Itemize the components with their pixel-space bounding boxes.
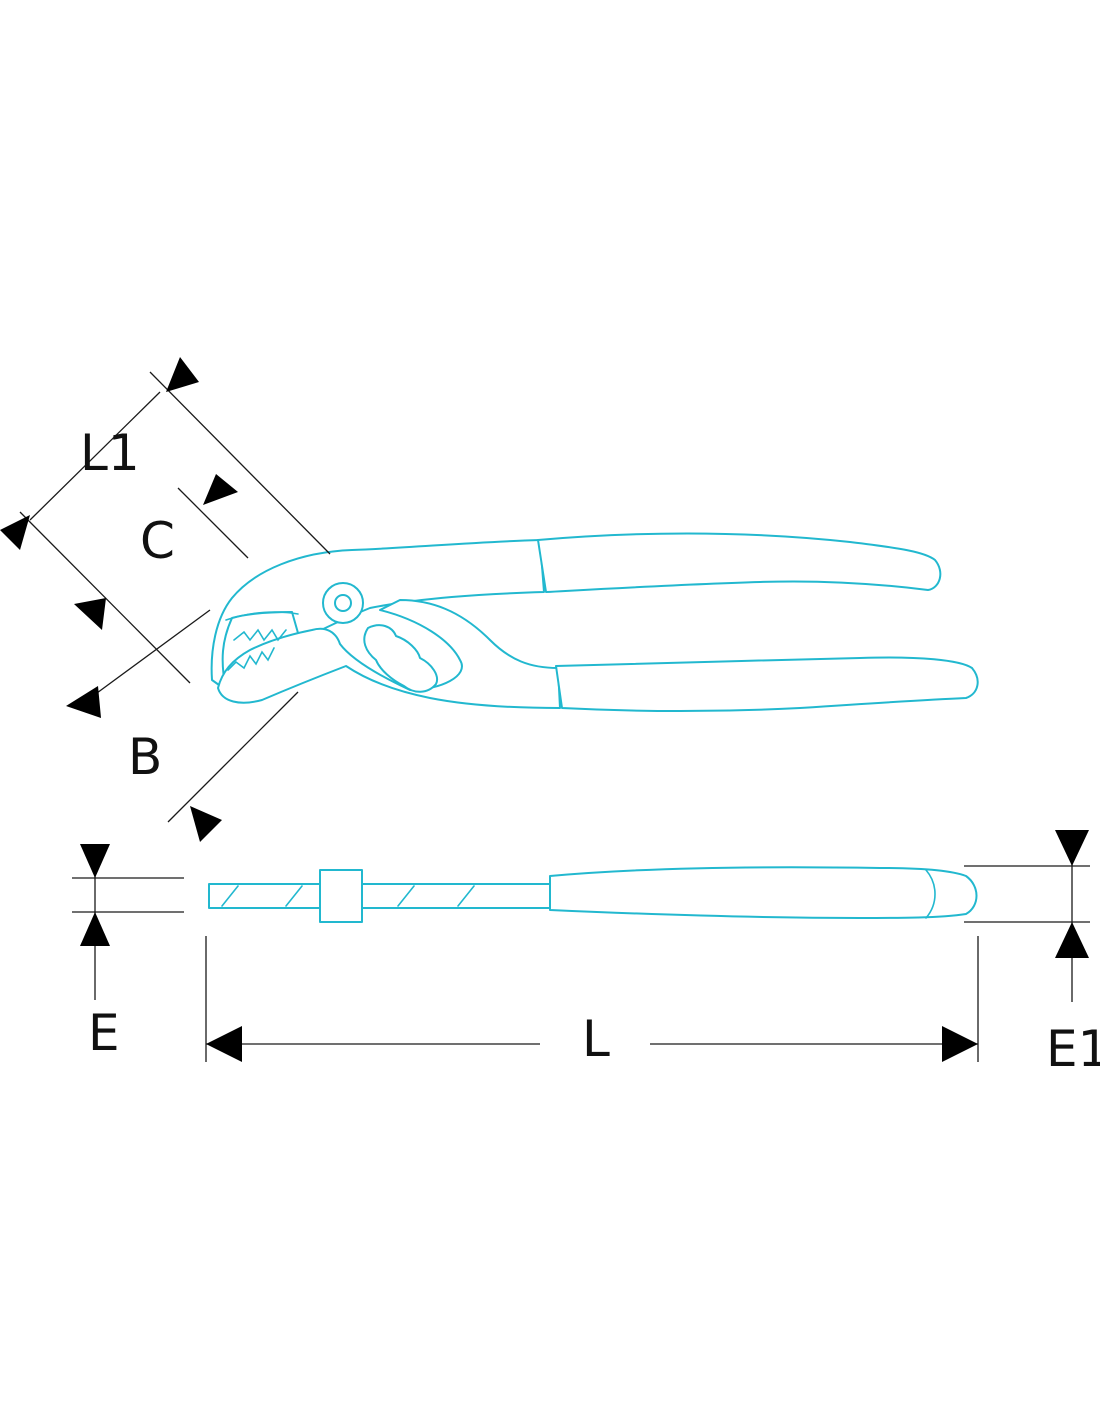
pivot-inner (334, 594, 352, 612)
l1-arrow-bottom (0, 515, 30, 550)
e1-arrow-bottom (1055, 922, 1089, 958)
side-handle-end-line (925, 869, 936, 919)
upper-handle-grip (537, 532, 942, 593)
label-c: C (140, 512, 175, 570)
l-arrow-right (942, 1026, 978, 1062)
l-arrow-left (206, 1026, 242, 1062)
b-arrow-lower (190, 806, 222, 842)
lower-jaw-handle (217, 599, 561, 709)
b-arrow-upper (66, 686, 101, 718)
l1-extension-bottom (19, 511, 191, 684)
l1-extension-top (149, 371, 331, 555)
l1-dimension-line (29, 391, 161, 521)
pliers-side-view (208, 866, 978, 923)
jaw-teeth-lower (227, 647, 275, 671)
l1-arrow-top (166, 357, 199, 392)
c-extension (177, 487, 249, 559)
pliers-top-view (210, 532, 979, 712)
side-bar-hatch (221, 885, 475, 907)
adjustment-slot (363, 624, 438, 693)
jaw-teeth-upper (233, 628, 287, 642)
c-arrow (203, 474, 238, 505)
dimension-labels: L1 C B E L E1 (80, 424, 1100, 1078)
label-l: L (582, 1010, 610, 1068)
e-arrow-bottom (80, 912, 110, 946)
c-extension-lower (81, 609, 211, 705)
b-extension (167, 691, 299, 823)
side-handle-grip (549, 866, 978, 919)
label-e: E (88, 1004, 120, 1062)
dimension-lines (0, 357, 1090, 1062)
label-b: B (128, 728, 162, 786)
jaw-inner-line (225, 611, 299, 621)
e1-arrow-top (1055, 830, 1089, 866)
label-e1: E1 (1046, 1020, 1100, 1078)
side-jaw-bar (208, 883, 552, 909)
e-arrow-top (80, 844, 110, 878)
c-arrow-lower (74, 598, 106, 630)
lower-handle-grip (555, 656, 979, 712)
label-l1: L1 (80, 424, 140, 482)
side-pivot-block (319, 869, 363, 923)
